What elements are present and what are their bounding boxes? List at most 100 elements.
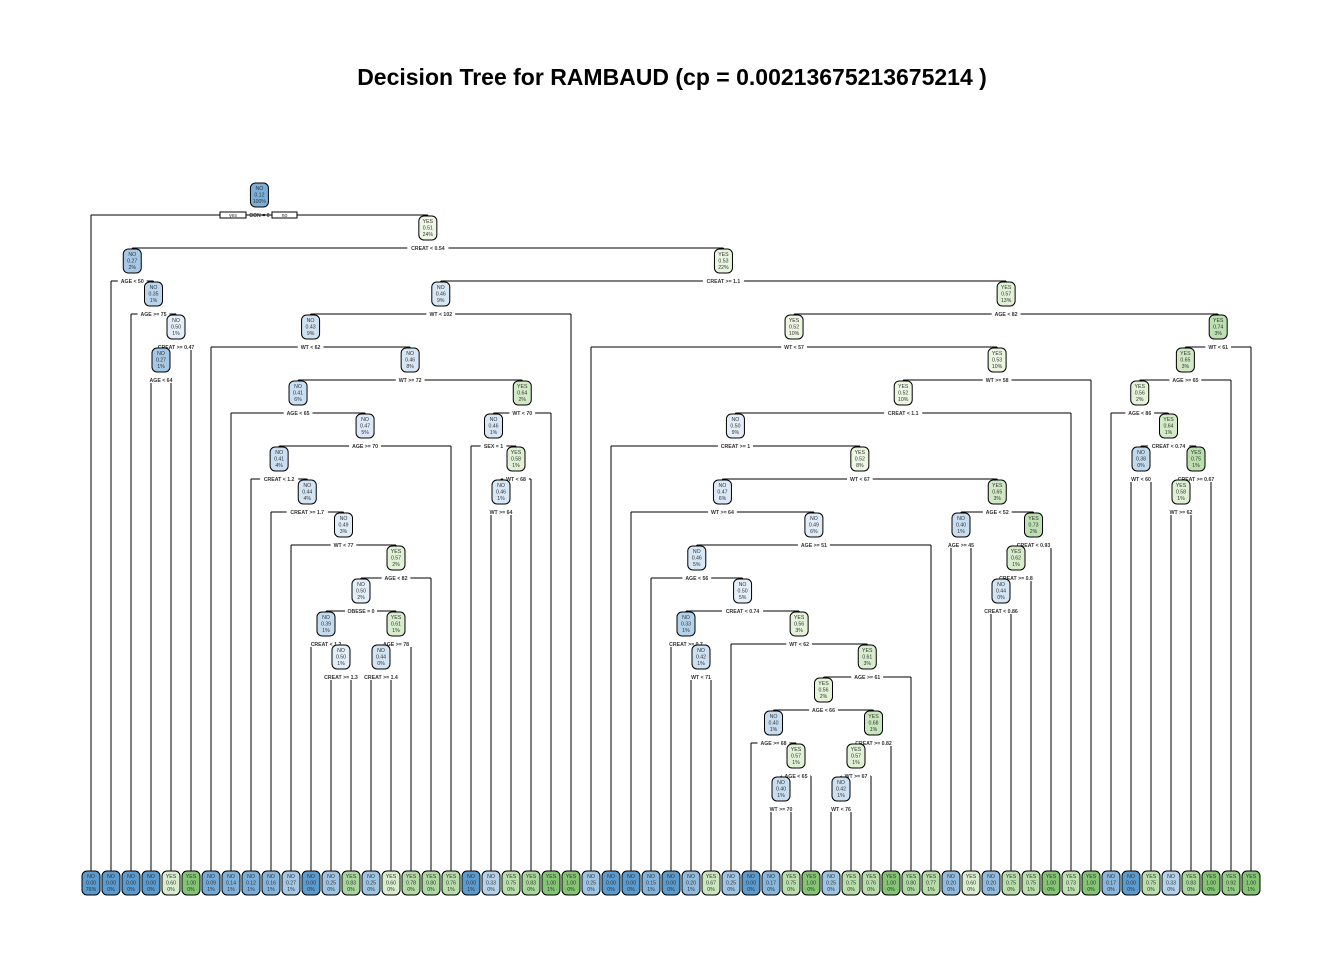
node-box bbox=[301, 870, 321, 896]
split-label-bg bbox=[809, 707, 838, 713]
leaf-node: NO0.250% bbox=[581, 870, 601, 896]
split-label-bg bbox=[380, 641, 412, 647]
node-percent: 1% bbox=[1027, 887, 1035, 893]
tree-node: NO0.475% bbox=[355, 413, 375, 439]
leaf-node: NO0.121% bbox=[241, 870, 261, 896]
node-class: YES bbox=[566, 874, 577, 880]
tree-node: NO0.421% bbox=[691, 644, 711, 670]
node-probability: 0.50 bbox=[356, 589, 366, 595]
node-percent: 0% bbox=[487, 887, 495, 893]
leaf-node: NO0.200% bbox=[981, 870, 1001, 896]
node-percent: 10% bbox=[789, 331, 800, 337]
node-box bbox=[721, 870, 741, 896]
node-probability: 1.00 bbox=[1246, 881, 1256, 887]
node-class: NO bbox=[827, 874, 835, 880]
split-label-bg bbox=[702, 278, 745, 284]
split-label-bg bbox=[1125, 410, 1155, 416]
split-label: AGE < 82 bbox=[995, 312, 1018, 318]
split-label: CREAT >= 0.82 bbox=[855, 741, 892, 747]
leaf-node: NO0.151% bbox=[641, 870, 661, 896]
leaf-node: NO0.000% bbox=[121, 870, 141, 896]
node-box bbox=[621, 870, 641, 896]
node-percent: 0% bbox=[387, 887, 395, 893]
node-probability: 1.00 bbox=[1086, 881, 1096, 887]
node-probability: 0.75 bbox=[506, 881, 516, 887]
node-probability: 0.00 bbox=[626, 881, 636, 887]
node-class: YES bbox=[886, 874, 897, 880]
node-probability: 0.46 bbox=[405, 358, 415, 364]
node-probability: 0.40 bbox=[956, 523, 966, 529]
node-probability: 0.33 bbox=[1166, 881, 1176, 887]
node-box bbox=[1175, 347, 1195, 373]
tree-node: NO0.351% bbox=[144, 281, 163, 307]
node-percent: 1% bbox=[322, 628, 330, 634]
node-box bbox=[381, 870, 401, 896]
node-box bbox=[1141, 870, 1161, 896]
node-class: NO bbox=[377, 648, 385, 654]
node-box bbox=[355, 413, 375, 439]
node-probability: 0.76 bbox=[866, 881, 876, 887]
split-label-bg bbox=[381, 575, 411, 581]
node-probability: 0.09 bbox=[206, 881, 216, 887]
node-probability: 0.53 bbox=[718, 259, 728, 265]
tree-node: NO0.272% bbox=[122, 248, 142, 274]
leaf-node: NO0.000% bbox=[1121, 870, 1141, 896]
node-box bbox=[371, 644, 391, 670]
node-probability: 0.65 bbox=[992, 490, 1002, 496]
node-probability: 0.56 bbox=[818, 688, 828, 694]
node-class: NO bbox=[647, 874, 655, 880]
split-label-bg bbox=[260, 476, 299, 482]
node-percent: 0% bbox=[1127, 887, 1135, 893]
node-class: YES bbox=[789, 318, 800, 324]
node-probability: 0.20 bbox=[946, 881, 956, 887]
node-percent: 0% bbox=[747, 887, 755, 893]
node-probability: 0.46 bbox=[488, 424, 498, 430]
node-percent: 10% bbox=[898, 397, 909, 403]
node-percent: 1% bbox=[1165, 430, 1173, 436]
node-percent: 76% bbox=[86, 887, 97, 893]
split-label-bg bbox=[841, 773, 871, 779]
node-percent: 0% bbox=[967, 887, 975, 893]
node-box bbox=[321, 870, 341, 896]
node-probability: 0.35 bbox=[148, 292, 158, 298]
node-class: NO bbox=[667, 874, 675, 880]
split-label: WT < 77 bbox=[334, 543, 354, 549]
node-class: NO bbox=[719, 483, 727, 489]
node-box bbox=[1161, 870, 1181, 896]
split-label-bg bbox=[283, 410, 313, 416]
node-percent: 0% bbox=[567, 887, 575, 893]
node-probability: 0.00 bbox=[146, 881, 156, 887]
node-percent: 1% bbox=[287, 887, 295, 893]
tree-node: NO0.331% bbox=[676, 611, 696, 637]
node-class: NO bbox=[1127, 874, 1135, 880]
node-class: NO bbox=[607, 874, 615, 880]
node-probability: 0.25 bbox=[826, 881, 836, 887]
split-label-bg bbox=[781, 344, 807, 350]
node-class: YES bbox=[1191, 450, 1202, 456]
node-class: YES bbox=[862, 648, 873, 654]
node-probability: 0.58 bbox=[1176, 490, 1186, 496]
node-probability: 0.40 bbox=[768, 721, 778, 727]
node-probability: 1.00 bbox=[1206, 881, 1216, 887]
split-label-bg bbox=[851, 740, 896, 746]
node-class: YES bbox=[1028, 516, 1039, 522]
node-box bbox=[761, 870, 781, 896]
node-probability: 0.56 bbox=[1135, 391, 1145, 397]
node-percent: 1% bbox=[157, 364, 165, 370]
node-percent: 1% bbox=[697, 661, 705, 667]
node-probability: 1.00 bbox=[886, 881, 896, 887]
node-box bbox=[461, 870, 481, 896]
node-class: YES bbox=[166, 874, 177, 880]
node-percent: 1% bbox=[687, 887, 695, 893]
node-box bbox=[846, 743, 866, 769]
